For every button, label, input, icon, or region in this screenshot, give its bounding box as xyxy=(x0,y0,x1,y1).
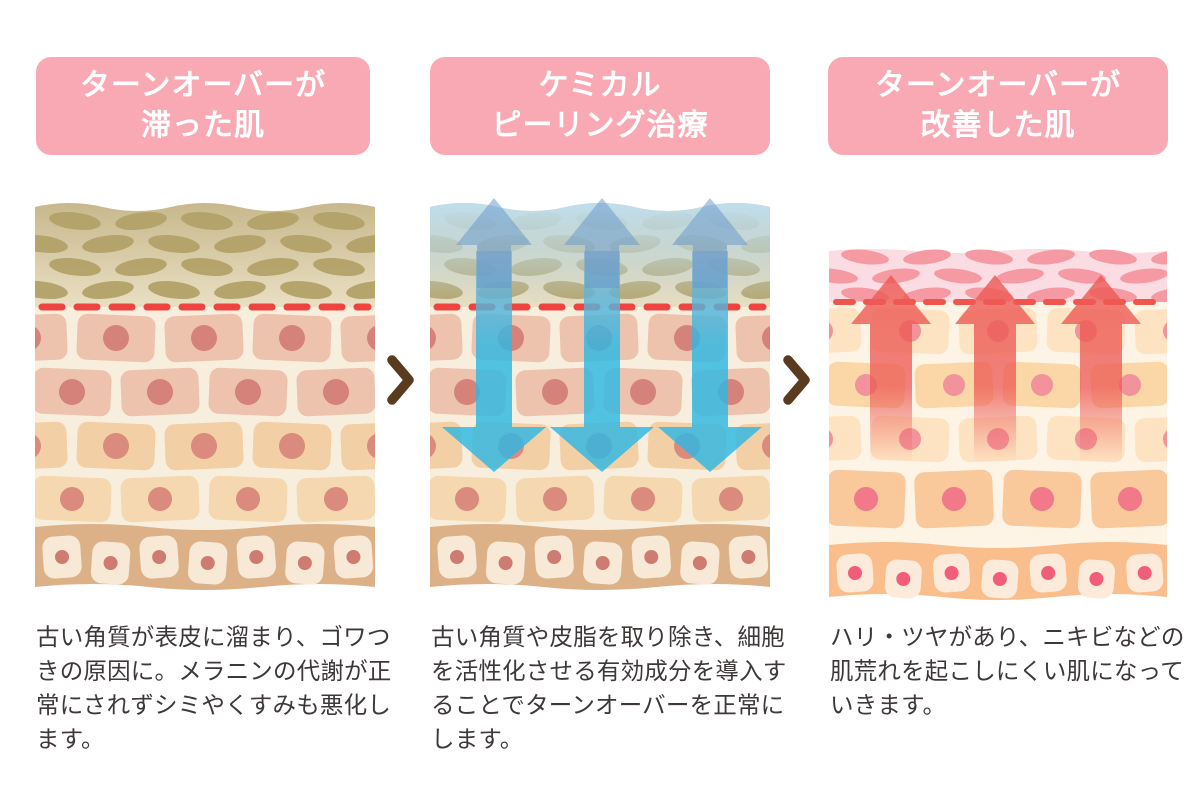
turnover-up-arrow-icon xyxy=(851,275,931,463)
chevron-right-icon xyxy=(387,355,414,405)
ingredient-penetration-down-arrow-icon xyxy=(550,251,654,472)
panel2-description: 古い角質や皮脂を取り除き、細胞を活性化させる有効成分を導入することでターンオーバ… xyxy=(431,624,787,752)
exfoliation-up-arrow-icon xyxy=(672,198,748,288)
panel1-description: 古い角質が表皮に溜まり、ゴワつきの原因に。メラニンの代謝が正常にされずシミやくす… xyxy=(36,624,392,752)
panel3-header: ターンオーバーが 改善した肌 xyxy=(828,57,1168,155)
panel1-header: ターンオーバーが 滞った肌 xyxy=(36,57,370,155)
panel3-description: ハリ・ツヤがあり、ニキビなどの肌荒れを起こしにくい肌になっていきます。 xyxy=(830,624,1185,718)
panel3-skin-illustration xyxy=(829,249,1167,600)
ingredient-penetration-down-arrow-icon xyxy=(442,251,546,472)
ingredient-penetration-down-arrow-icon xyxy=(658,251,762,472)
stratum-corneum-layer xyxy=(35,203,375,307)
exfoliation-up-arrow-icon xyxy=(456,198,532,288)
panel2-header: ケミカル ピーリング治療 xyxy=(430,57,770,155)
panel2-skin-illustration xyxy=(430,198,770,590)
exfoliation-up-arrow-icon xyxy=(564,198,640,288)
panel1-skin-illustration xyxy=(35,203,375,590)
chevron-right-icon xyxy=(783,355,810,405)
turnover-up-arrow-icon xyxy=(1061,275,1141,463)
turnover-up-arrow-icon xyxy=(955,275,1035,463)
